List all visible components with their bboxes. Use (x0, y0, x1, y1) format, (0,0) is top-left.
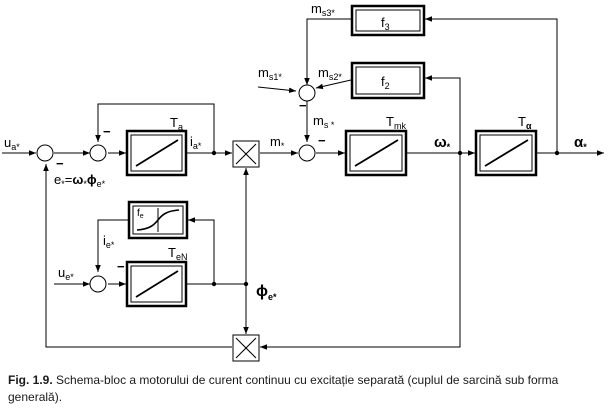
label-ue: ue* (58, 265, 74, 282)
figure-caption-text: Schema-bloc a motorului de curent contin… (8, 373, 559, 404)
block-f3 (350, 4, 426, 37)
label-Ta: Ta (170, 115, 183, 132)
multiplier-top (232, 140, 260, 168)
label-f2: f2 (381, 74, 390, 91)
label-phi: ϕe* (256, 283, 277, 302)
figure-label: Fig. 1.9. (8, 373, 53, 387)
omega-feedback-line (260, 153, 461, 350)
sum-junction-1 (36, 144, 54, 162)
label-fe: fe (137, 208, 144, 220)
sign-sum1: − (56, 156, 64, 171)
figure-caption: Fig. 1.9. Schema-bloc a motorului de cur… (8, 372, 603, 406)
e-feedback-line (43, 164, 232, 348)
label-alpha: α* (574, 134, 587, 152)
ia-feedback-line (95, 103, 215, 153)
junction-phi (243, 281, 249, 287)
junction-alpha (554, 150, 560, 156)
label-e-equation: e*=ω*ϕe* (54, 172, 106, 189)
label-f3: f3 (381, 15, 390, 32)
block-TeN (125, 260, 188, 308)
sign-sum3: − (318, 133, 326, 148)
fe-input-line (188, 217, 215, 284)
junction-omega (457, 150, 463, 156)
sum-junction-3 (298, 144, 316, 162)
label-ms: ms * (313, 113, 335, 130)
f3-input-line (425, 16, 558, 153)
ie-line (95, 219, 128, 272)
f2-input-line (425, 75, 461, 153)
block-Ta (125, 129, 188, 177)
block-fe (127, 200, 189, 240)
junction-teN (211, 281, 217, 287)
label-ms3: ms3* (311, 1, 335, 18)
sum-junction-2 (89, 144, 107, 162)
label-ms2: ms2* (318, 65, 342, 82)
junction-ia (211, 150, 217, 156)
label-ie: ie* (103, 233, 115, 250)
block-Tmk (344, 129, 408, 177)
sign-sum2: − (103, 124, 111, 139)
label-m: m* (270, 134, 285, 151)
ms1-line (257, 86, 297, 94)
multiplier-bottom (232, 334, 260, 362)
label-Talpha: Tα (518, 114, 532, 131)
f2-output-line (315, 79, 352, 90)
block-Talpha (474, 129, 538, 177)
sign-teN: − (117, 259, 125, 274)
sum-junction-4 (89, 275, 107, 293)
label-ia: ia* (190, 134, 202, 151)
block-f2 (350, 61, 426, 100)
f3-output-line (304, 18, 351, 85)
label-Tmk: Tmk (386, 114, 406, 131)
label-ms1: ms1* (258, 65, 282, 82)
label-ua: ua* (4, 135, 20, 152)
sign-sum-ms: − (299, 98, 307, 113)
label-TeN: TeN (168, 245, 187, 262)
label-omega: ω* (434, 134, 451, 152)
sum-junction-ms (298, 84, 316, 102)
